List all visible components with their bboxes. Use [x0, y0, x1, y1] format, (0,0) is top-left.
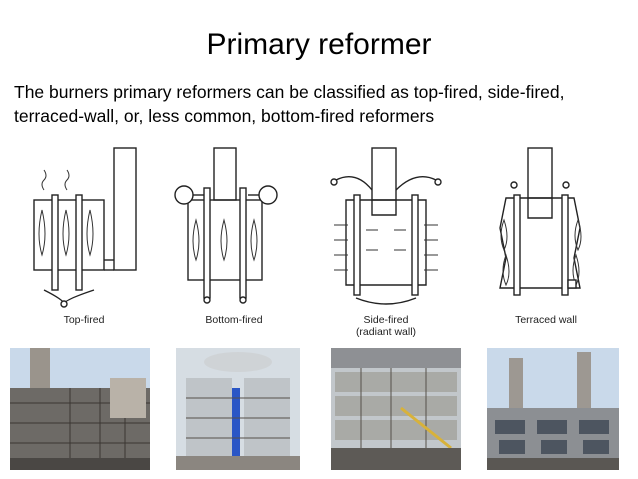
diagram-top-fired: Top-fired	[14, 140, 154, 340]
photo-terraced-wall-plant	[487, 348, 619, 470]
diagram-side-fired-sublabel: (radiant wall)	[355, 326, 417, 338]
slide-body-text: The burners primary reformers can be cla…	[14, 82, 565, 126]
photo-side-fired-plant	[331, 348, 461, 470]
slide-title: Primary reformer	[206, 28, 432, 61]
diagram-terraced-wall: Terraced wall	[476, 140, 616, 340]
diagram-top-fired-label: Top-fired	[63, 314, 105, 326]
top-fired-schematic	[33, 147, 137, 308]
diagram-bottom-fired-label: Bottom-fired	[205, 314, 263, 326]
photo-bottom-fired-plant	[176, 348, 300, 470]
bottom-fired-schematic	[174, 147, 278, 304]
photo-top-fired-plant	[10, 348, 150, 470]
diagram-terraced-wall-label: Terraced wall	[515, 314, 577, 326]
terraced-wall-schematic	[499, 147, 582, 296]
diagram-side-fired: Side-fired (radiant wall)	[316, 140, 456, 340]
diagram-bottom-fired: Bottom-fired	[164, 140, 304, 340]
diagram-side-fired-label: Side-fired	[363, 314, 409, 326]
side-fired-schematic	[330, 147, 442, 305]
